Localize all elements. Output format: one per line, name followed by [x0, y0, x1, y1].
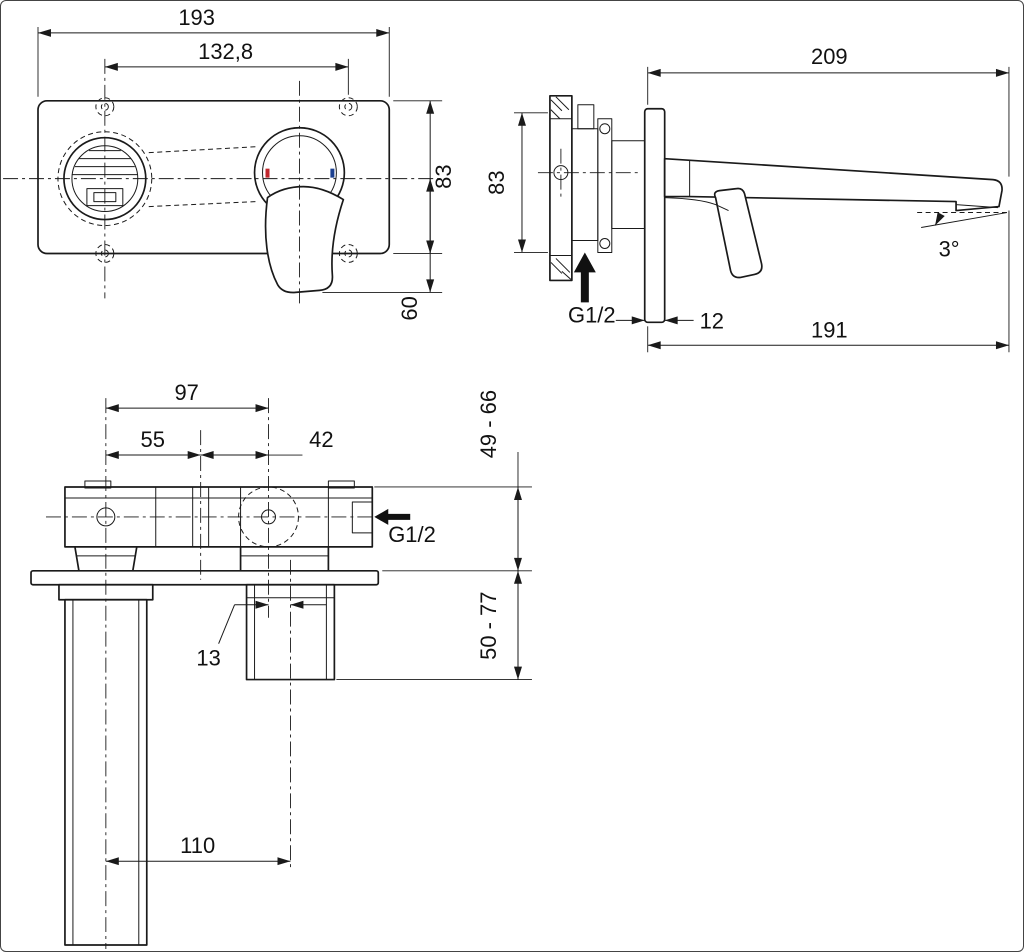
hot-indicator: [265, 168, 270, 178]
dim-plate-height-side: 83: [484, 170, 509, 194]
rough-in-body: [64, 480, 374, 572]
dim-hole-spacing: 132,8: [198, 39, 253, 64]
dim-outlet-offset: 13: [196, 646, 220, 671]
dim-install-depth-lower: 50 - 77: [476, 592, 501, 660]
dim-install-depth-upper: 49 - 66: [476, 390, 501, 458]
dim-escutcheon-thickness: 12: [700, 308, 724, 333]
aerator-line: [956, 204, 999, 209]
hidden-body-lines: [148, 146, 257, 208]
supply-arrow-up-icon: [573, 252, 596, 303]
spout-side: [663, 157, 1003, 212]
dim-outlet-spacing: 110: [180, 833, 215, 858]
faceplate: [37, 99, 391, 255]
side-view-dimensions: 209 83 G1/2 12 191 3°: [484, 44, 1010, 353]
spout-angle-annotation: [917, 212, 1008, 229]
dim-overall-width: 193: [178, 5, 215, 30]
mixer-handle: [264, 185, 345, 294]
label-supply-thread-builtin: G1/2: [388, 522, 436, 547]
dim-pin-spacing-left: 55: [141, 427, 165, 452]
side-centerlines: [537, 148, 640, 199]
dim-pin-spacing-right: 42: [309, 427, 333, 452]
front-view: 193 132,8 83 60: [3, 5, 456, 321]
handle-lever-side: [713, 187, 763, 279]
cold-indicator: [330, 168, 335, 178]
side-view: 209 83 G1/2 12 191 3°: [484, 44, 1010, 353]
dim-plate-height-front: 83: [431, 164, 456, 188]
dim-handle-drop: 60: [397, 296, 422, 320]
dim-total-projection: 209: [811, 44, 848, 69]
dim-spout-angle: 3°: [939, 236, 960, 261]
supply-arrow-left-icon: [374, 508, 411, 525]
offset-leader-line: [218, 604, 236, 644]
body-underside-line: [664, 197, 729, 212]
front-view-dimensions: 193 132,8 83 60: [37, 5, 456, 321]
escutcheon-plate: [643, 107, 666, 324]
outlet-lower-housing: [239, 546, 330, 572]
mixer-body-side: [571, 104, 646, 253]
mounting-holes-hidden: [95, 97, 358, 263]
dim-pin-spacing-total: 97: [174, 380, 198, 405]
front-centerlines: [3, 58, 445, 307]
built-in-view: 97 55 42 49 - 66 G1/2 50 - 77 13 110: [30, 380, 532, 950]
dim-spout-projection: 191: [811, 317, 848, 342]
wall-plate: [30, 569, 380, 586]
inlet-boss: [351, 501, 373, 534]
bracket-hatching: [550, 96, 572, 280]
built-in-centerlines: [45, 398, 373, 950]
built-in-dimensions: 97 55 42 49 - 66 G1/2 50 - 77 13 110: [105, 380, 532, 866]
label-supply-thread-side: G1/2: [568, 302, 616, 327]
